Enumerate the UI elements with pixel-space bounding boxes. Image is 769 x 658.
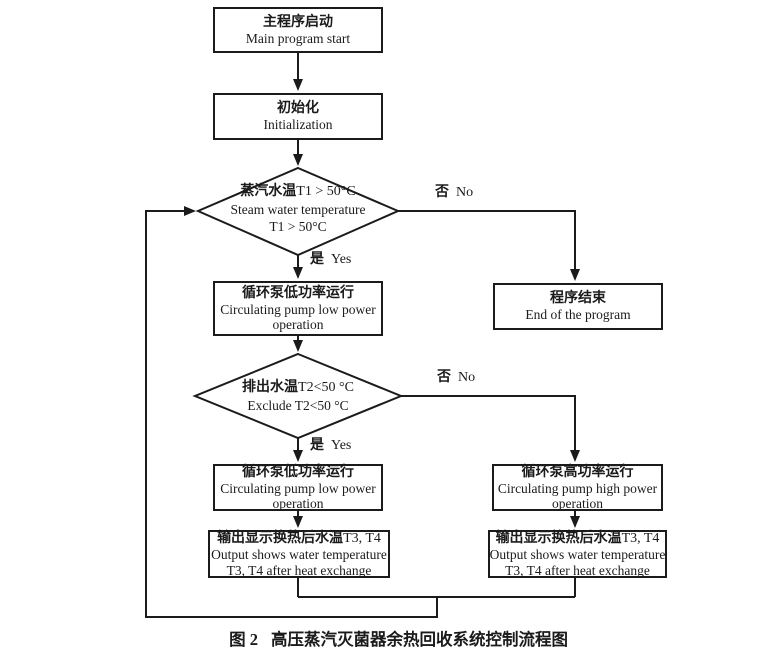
node-end-label-en: End of the program <box>525 307 631 323</box>
node-start-label-zh: 主程序启动 <box>263 14 333 30</box>
node-decision-t1: 蒸汽水温T1 > 50°C Steam water temperature T1… <box>203 183 393 235</box>
output-left-label-zh: 输出显示换热后水温T3, T4 <box>217 531 381 546</box>
node-pump-high: 循环泵高功率运行 Circulating pump high power ope… <box>492 464 663 511</box>
pump-low-2-label-en1: Circulating pump low power <box>220 480 376 496</box>
node-init-label-zh: 初始化 <box>277 101 319 117</box>
edge-feedback-loop <box>145 206 438 618</box>
pump-low-1-label-zh: 循环泵低功率运行 <box>242 285 354 301</box>
pump-low-1-label-en1: Circulating pump low power <box>220 301 376 317</box>
decision-t1-label-en1: Steam water temperature <box>230 202 366 217</box>
decision-t1-label-en2: T1 > 50°C <box>269 219 327 234</box>
figure-caption: 图 2 高压蒸汽灭菌器余热回收系统控制流程图 <box>14 629 769 651</box>
node-output-right: 输出显示换热后水温T3, T4 Output shows water tempe… <box>488 530 667 578</box>
pump-high-label-en1: Circulating pump high power <box>497 480 658 496</box>
pump-low-2-label-zh: 循环泵低功率运行 <box>242 464 354 480</box>
node-output-left: 输出显示换热后水温T3, T4 Output shows water tempe… <box>208 530 390 578</box>
node-pump-low-1: 循环泵低功率运行 Circulating pump low power oper… <box>213 281 383 336</box>
edge-decision1-no <box>398 210 580 281</box>
node-decision-t2: 排出水温T2<50 °C Exclude T2<50 °C <box>203 379 393 414</box>
edge-decision2-no <box>401 395 580 462</box>
node-start-label-en: Main program start <box>245 30 351 46</box>
output-left-label-en2: T3, T4 after heat exchange <box>226 562 372 578</box>
node-init-label-en: Initialization <box>263 117 333 133</box>
pump-high-label-zh: 循环泵高功率运行 <box>521 464 634 480</box>
figure-caption-title: 高压蒸汽灭菌器余热回收系统控制流程图 <box>270 630 568 649</box>
output-right-label-en2: T3, T4 after heat exchange <box>505 562 650 578</box>
node-end: 程序结束 End of the program <box>493 283 663 330</box>
edge-outputs-merge <box>297 578 576 598</box>
decision-t2-label-en: Exclude T2<50 °C <box>247 398 349 413</box>
decision2-diamond <box>192 352 404 440</box>
figure-caption-number: 图 2 <box>229 630 258 649</box>
decision-t1-label-zh: 蒸汽水温T1 > 50°C <box>240 184 356 199</box>
node-end-label-zh: 程序结束 <box>550 291 606 307</box>
decision1-diamond <box>195 166 401 257</box>
pump-high-label-en2: operation <box>552 496 603 511</box>
node-start: 主程序启动 Main program start <box>213 7 383 53</box>
pump-low-2-label-en2: operation <box>272 496 324 511</box>
node-pump-low-2: 循环泵低功率运行 Circulating pump low power oper… <box>213 464 383 511</box>
output-left-label-en1: Output shows water temperature <box>211 547 387 562</box>
pump-low-1-label-en2: operation <box>272 317 324 332</box>
decision-t2-label-zh: 排出水温T2<50 °C <box>242 380 354 395</box>
output-right-label-zh: 输出显示换热后水温T3, T4 <box>495 531 660 546</box>
node-init: 初始化 Initialization <box>213 93 383 140</box>
output-right-label-en1: Output shows water temperature <box>489 547 666 562</box>
